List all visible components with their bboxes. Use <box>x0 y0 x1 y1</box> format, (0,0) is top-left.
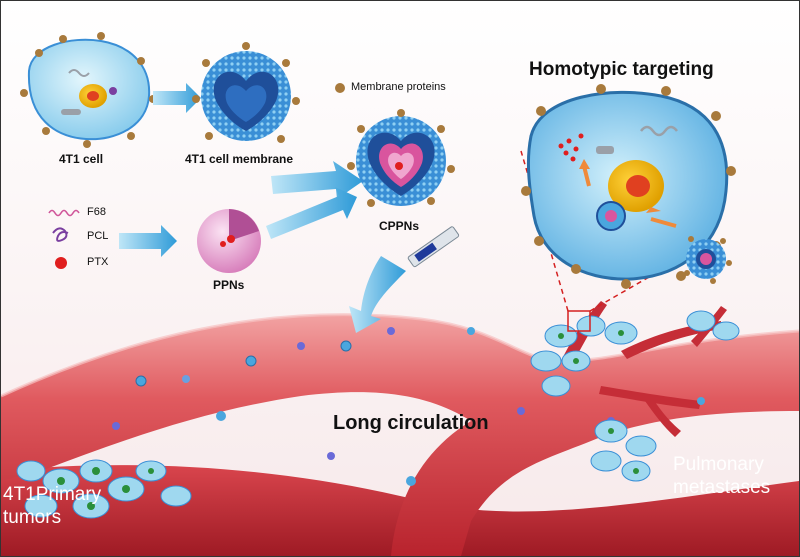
membrane-protein-icon <box>335 83 345 93</box>
4t1-cell <box>27 38 151 141</box>
syringe-icon <box>378 226 460 290</box>
metastasis-cluster-lower <box>590 419 657 482</box>
label-4t1-cell-membrane: 4T1 cell membrane <box>185 152 294 166</box>
primary-tumor-cluster <box>16 459 192 519</box>
circulating-nanoparticles <box>112 327 705 486</box>
legend-label-f68: F68 <box>87 206 106 218</box>
wavy-line-icon <box>48 209 80 217</box>
arrow-ppns-to-cppns <box>266 187 357 239</box>
red-dot-icon <box>55 257 67 269</box>
incoming-cppn <box>684 236 732 284</box>
arrow-to-membrane <box>153 83 201 113</box>
membrane-protein-dots-target-cell <box>521 84 736 289</box>
label-homotypic-targeting: Homotypic targeting <box>529 59 714 80</box>
zoom-box <box>567 310 591 332</box>
label-pulmonary-metastases: Pulmonary metastases <box>673 453 770 499</box>
legend-label-ptx: PTX <box>87 256 109 268</box>
label-primary-tumors: 4T1Primary tumors <box>3 483 101 529</box>
label-long-circulation: Long circulation <box>333 412 489 434</box>
coil-icon <box>52 227 69 242</box>
blood-vessel <box>1 314 799 556</box>
label-primary-tumors-line1: 4T1Primary <box>3 484 102 505</box>
label-4t1-cell: 4T1 cell <box>59 152 104 166</box>
zoom-line-right <box>589 272 657 312</box>
label-membrane-proteins: Membrane proteins <box>351 81 446 93</box>
label-pulmonary-metastases-line1: Pulmonary <box>673 454 764 475</box>
arrow-to-ppns <box>119 225 177 257</box>
ppn-nanoparticle <box>197 209 261 273</box>
cppn-nanoparticle <box>347 109 455 207</box>
membrane-protein-dots-cell <box>20 32 157 148</box>
metastasis-cluster-upper <box>530 310 740 397</box>
injection-arrow <box>349 256 406 333</box>
tissue-floor <box>1 465 799 556</box>
vessel-highlight <box>1 313 799 398</box>
label-pulmonary-metastases-line2: metastases <box>673 477 771 498</box>
label-cppns: CPPNs <box>379 219 420 233</box>
label-ppns: PPNs <box>213 278 245 292</box>
4t1-cell-membrane-vesicle <box>192 42 300 143</box>
label-primary-tumors-line2: tumors <box>3 507 62 528</box>
legend-label-pcl: PCL <box>87 230 109 242</box>
